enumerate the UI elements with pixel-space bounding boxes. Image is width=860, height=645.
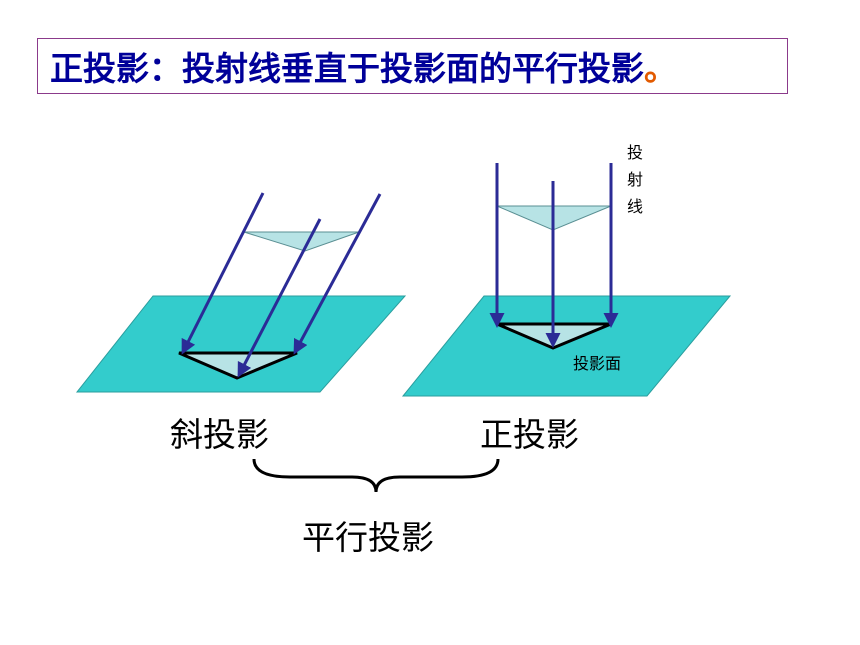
orthographic-projection-label: 正投影 [480,415,579,454]
grouping-brace [252,458,500,493]
oblique-projection-line-2 [237,218,322,378]
parallel-projection-label: 平行投影 [302,518,434,557]
definition-text: 正投影：投射线垂直于投影面的平行投影 [50,49,644,88]
oblique-projection-plane [75,295,407,393]
oblique-projection-label: 斜投影 [170,415,269,454]
orthographic-projection-plane [401,295,732,397]
projection-lines-label: 投射线 [626,143,643,216]
definition-title: 正投影：投射线垂直于投影面的平行投影。 [37,38,788,94]
definition-period: 。 [644,49,677,88]
projection-plane-label: 投影面 [573,354,622,373]
oblique-object-triangle [243,231,360,252]
oblique-projection-line-1 [181,192,265,355]
oblique-projection-line-3 [293,193,382,355]
